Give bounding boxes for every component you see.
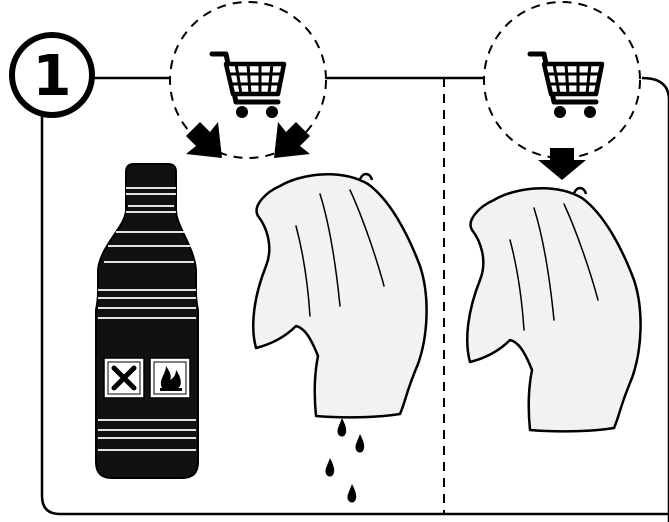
wet-cloth <box>253 174 426 417</box>
step-number-badge: 1 <box>12 35 92 115</box>
cloth-icon <box>253 174 426 417</box>
bottle-icon <box>96 164 198 478</box>
right-panel <box>467 2 640 431</box>
step-number: 1 <box>33 44 72 109</box>
liquid-drops-icon <box>325 418 364 503</box>
toxic-hazard-icon <box>104 358 144 398</box>
cloth-icon <box>467 188 640 431</box>
dry-cloth <box>467 188 640 431</box>
flammable-hazard-icon <box>150 358 190 398</box>
